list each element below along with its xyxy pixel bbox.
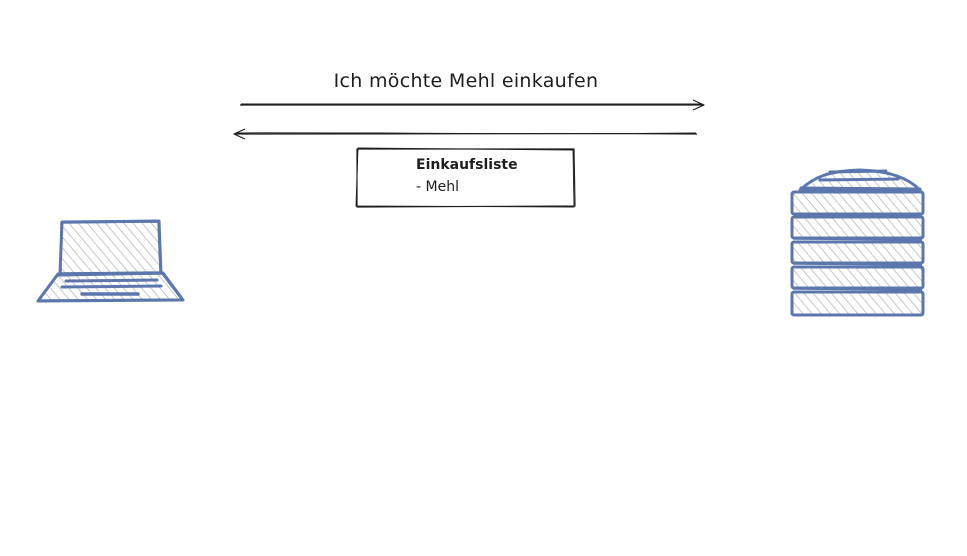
server-icon [790,168,925,317]
response-arrow [233,128,698,140]
request-arrow [239,99,705,111]
note-title: Einkaufsliste [416,157,518,173]
laptop-icon [36,219,185,303]
note-item: - Mehl [416,179,459,195]
request-label: Ich möchte Mehl einkaufen [333,70,599,92]
shopping-list-note [355,147,576,208]
